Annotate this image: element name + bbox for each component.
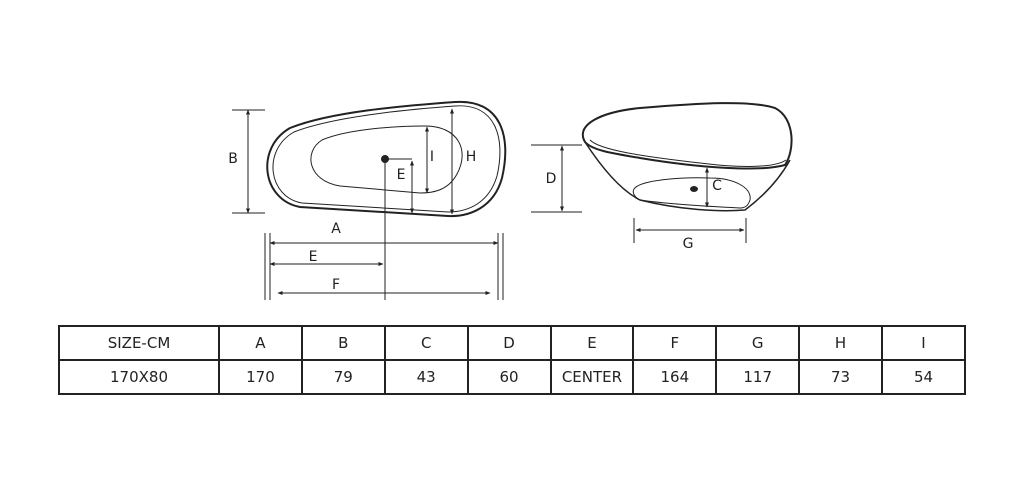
side-basin [632,177,751,209]
header-cell: E [549,325,635,361]
header-cell: H [798,325,883,361]
label-g: G [683,236,694,252]
table-header-row: SIZE-CM A B C D E F G H I [58,325,966,361]
header-cell: SIZE-CM [58,325,220,361]
cell: 170 [218,359,303,395]
tub-basin [310,125,463,194]
side-body [584,141,791,212]
cell: 43 [383,359,469,395]
cell: 170X80 [58,359,220,395]
header-cell: D [466,325,552,361]
tub-outer-rim [266,100,507,218]
tub-inner-rim [272,105,501,213]
cell: 54 [881,359,966,395]
label-i: I [430,149,434,165]
label-h: H [466,149,477,165]
label-d: D [546,171,557,187]
header-cell: A [218,325,303,361]
cell: 79 [300,359,386,395]
label-c: C [712,178,722,194]
dimensions-table: SIZE-CM A B C D E F G H I 170X80 170 79 … [58,325,966,395]
header-cell: I [881,325,966,361]
cell: 73 [798,359,883,395]
label-a: A [331,221,341,237]
top-view [232,100,507,300]
header-cell: F [632,325,718,361]
bathtub-diagram: B H I E A E F D C G [228,100,793,300]
cell: 117 [715,359,801,395]
header-cell: B [300,325,386,361]
header-cell: G [715,325,801,361]
side-rim [582,102,793,170]
side-view [531,102,793,243]
cell: CENTER [549,359,635,395]
label-b: B [228,151,238,167]
cell: 60 [466,359,552,395]
label-e-inner: E [397,167,406,183]
header-cell: C [383,325,469,361]
label-e: E [309,249,318,265]
label-f: F [332,277,340,293]
side-drain-dot [690,186,698,192]
table-row: 170X80 170 79 43 60 CENTER 164 117 73 54 [58,359,966,395]
cell: 164 [632,359,718,395]
